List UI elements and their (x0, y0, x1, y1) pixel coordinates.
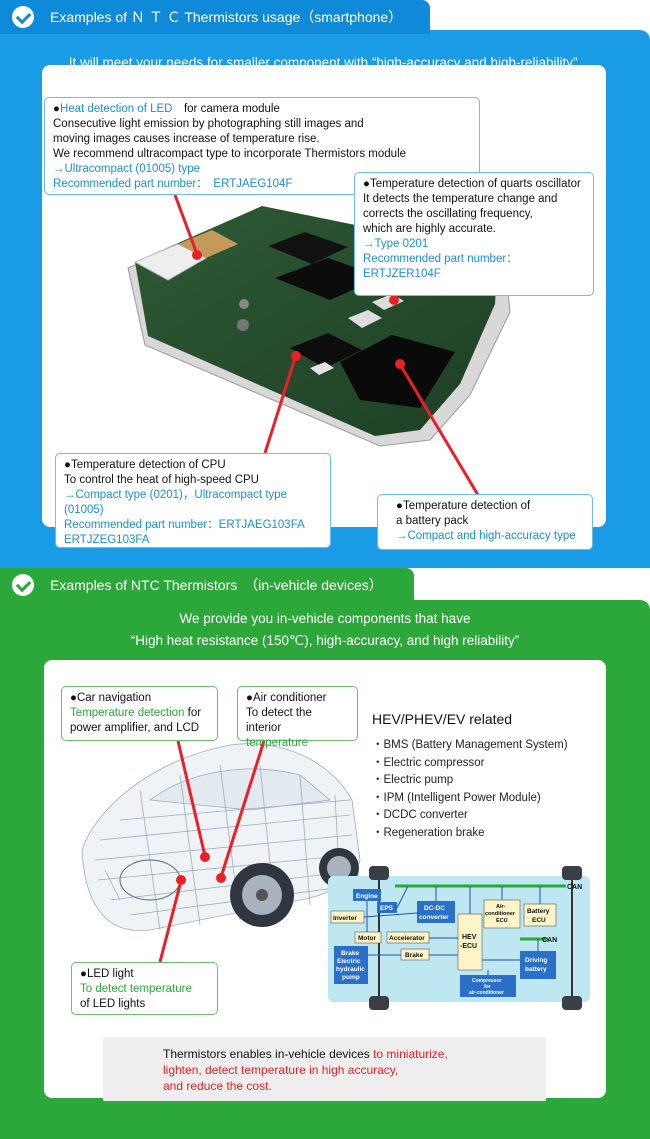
hev-list-item: DCDC converter (372, 807, 568, 825)
quartz-callout-heading: ●Temperature detection of quarts oscilla… (363, 178, 581, 190)
aircon-callout: ●Air conditioner To detect the interior … (237, 686, 358, 749)
battery-pointer-dot (395, 359, 405, 369)
hev-list-item: IPM (Intelligent Power Module) (372, 790, 568, 808)
summary-text: Thermistors enables in-vehicle devices (163, 1047, 374, 1061)
battery-callout-heading: ●Temperature detection of (396, 500, 531, 512)
vehicle-lead-line2: “High heat resistance (150℃), high-accur… (130, 633, 520, 648)
component (348, 310, 382, 328)
hev-title: HEV/PHEV/EV related (372, 711, 513, 727)
check-circle-icon (12, 6, 34, 28)
battery-callout: ●Temperature detection of a battery pack… (377, 494, 593, 550)
cpu-pointer-line (263, 357, 297, 454)
smartphone-section: Examples of Ｎ Ｔ Ｃ Thermistors usage（smar… (0, 0, 650, 568)
hev-list-item: Electric pump (372, 772, 568, 790)
hev-list-item: Electric compressor (372, 755, 568, 773)
cpu-chip (290, 333, 362, 368)
chip (268, 232, 348, 264)
component (237, 319, 249, 331)
cpu-callout-heading: ●Temperature detection of CPU (64, 459, 226, 471)
led-pointer-line (173, 194, 199, 255)
vehicle-tab: Examples of NTC Thermistors （in-vehicle … (0, 568, 414, 602)
component (310, 362, 334, 375)
quartz-callout: ●Temperature detection of quarts oscilla… (354, 172, 594, 296)
led-pointer-dot (192, 250, 202, 260)
hev-list-item: BMS (Battery Management System) (372, 737, 568, 755)
aircon-callout-heading: ●Air conditioner (246, 692, 327, 704)
hev-list-item: Regeneration brake (372, 825, 568, 843)
summary-box: Thermistors enables in-vehicle devices t… (103, 1037, 546, 1101)
led-flash (178, 230, 238, 258)
smartphone-tab-title: Examples of Ｎ Ｔ Ｃ Thermistors usage（smar… (50, 9, 403, 25)
check-circle-icon (12, 574, 34, 596)
hev-list: BMS (Battery Management System) Electric… (372, 737, 568, 842)
led-callout-heading: Heat detection of LED (59, 103, 173, 115)
carnav-callout: ●Car navigation Temperature detection fo… (61, 686, 218, 741)
led-light-callout-heading: ●LED light (80, 968, 134, 980)
vehicle-tab-title: Examples of NTC Thermistors （in-vehicle … (50, 577, 383, 593)
carnav-callout-heading: ●Car navigation (70, 692, 152, 704)
smartphone-tab: Examples of Ｎ Ｔ Ｃ Thermistors usage（smar… (0, 0, 430, 34)
quartz-pointer-dot (389, 295, 399, 305)
battery-pack (340, 335, 455, 408)
battery-pointer-line (399, 365, 480, 496)
cpu-pointer-dot (291, 351, 301, 361)
led-light-callout: ●LED light To detect temperature of LED … (71, 962, 218, 1015)
vehicle-lead-line1: We provide you in-vehicle components tha… (179, 611, 471, 626)
component (239, 299, 249, 309)
cpu-callout: ●Temperature detection of CPU To control… (55, 453, 331, 548)
